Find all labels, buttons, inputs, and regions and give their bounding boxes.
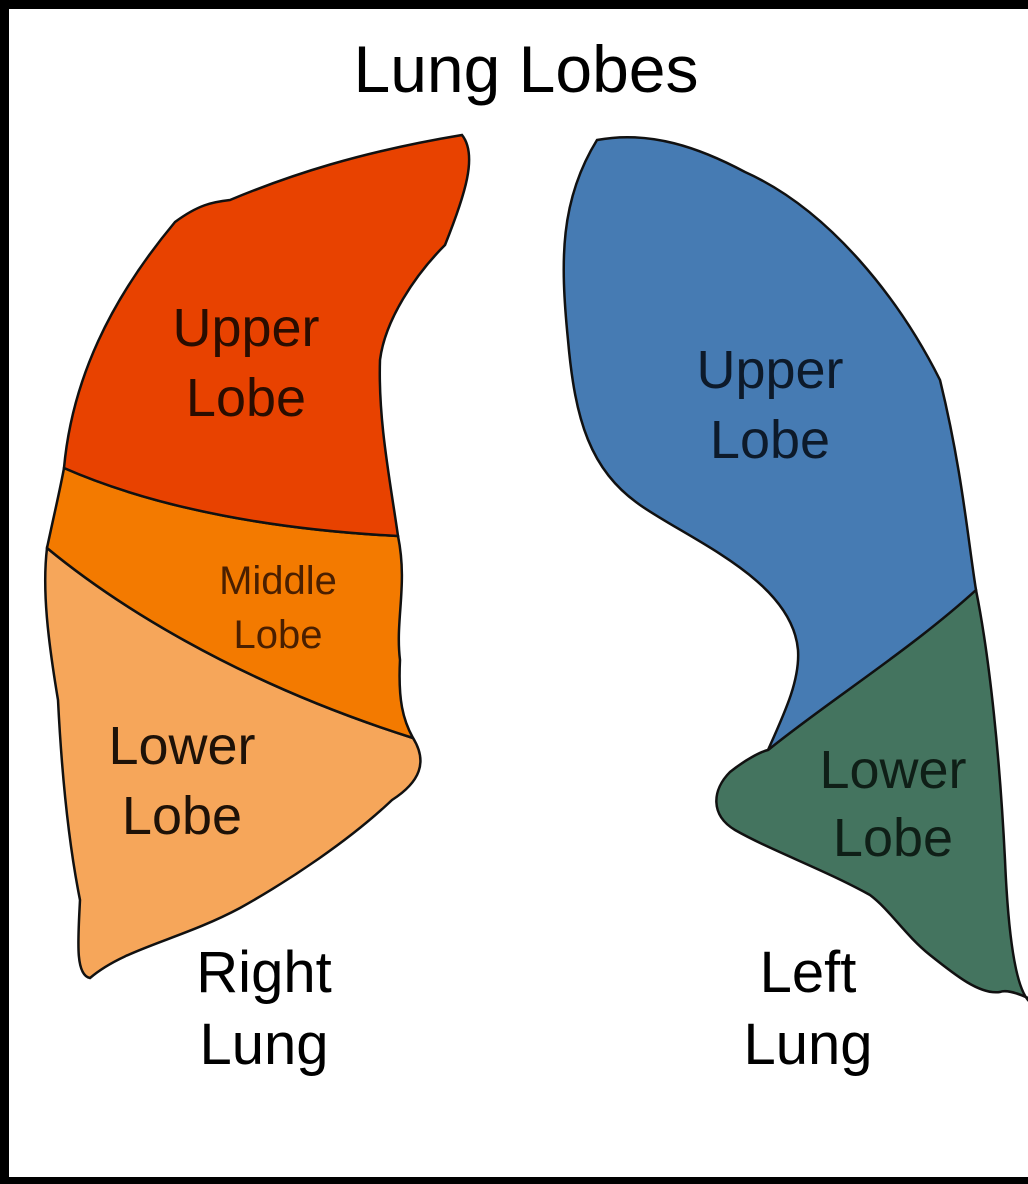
diagram-title: Lung Lobes [354,32,699,106]
right-middle-lobe-label-2: Lobe [234,613,323,657]
right-upper-lobe-label-1: Upper [172,298,319,358]
left-lower-lobe-label-2: Lobe [833,808,953,868]
right-lung-label-2: Lung [199,1012,328,1077]
right-lung-label-1: Right [196,940,331,1005]
right-lower-lobe-label-1: Lower [108,716,255,776]
right-middle-lobe-label-1: Middle [219,559,337,603]
left-lower-lobe-label-1: Lower [819,740,966,800]
left-upper-lobe-label-2: Lobe [710,410,830,470]
left-upper-lobe-label-1: Upper [696,340,843,400]
left-lung-label-1: Left [760,940,857,1005]
right-upper-lobe-label-2: Lobe [186,368,306,428]
right-lower-lobe-label-2: Lobe [122,786,242,846]
left-lung-label-2: Lung [743,1012,872,1077]
